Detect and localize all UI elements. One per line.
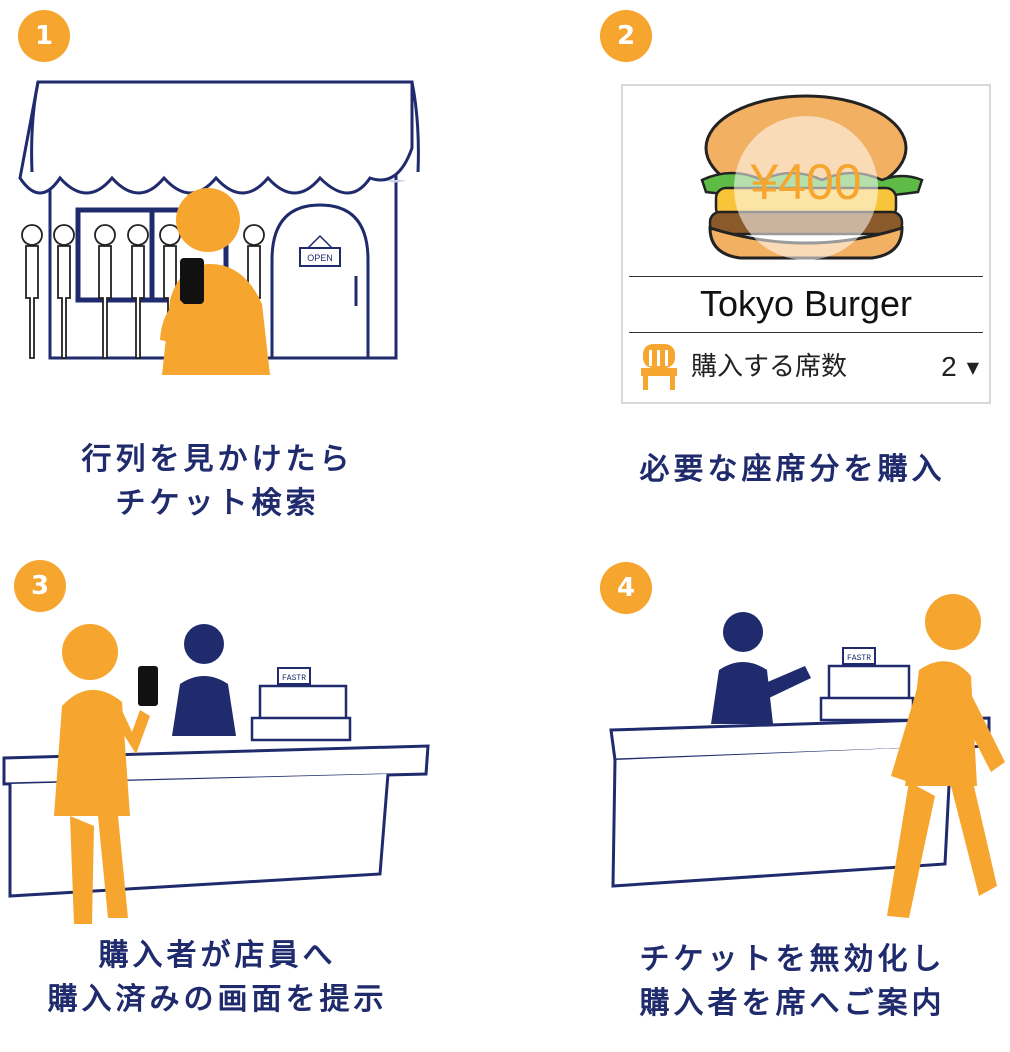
counter-scene-customer-presenting: [2, 624, 430, 924]
register-sign-text: FASTR: [282, 674, 306, 683]
step-4-panel: 4 FASTR チケットを無効化し 購入者を席へご案内: [505, 526, 1010, 1052]
step-3-number: 3: [14, 560, 66, 612]
burger-icon: [700, 94, 924, 260]
storefront-illustration: [18, 80, 420, 375]
step-1-panel: 1 OPEN 行列を見かけ: [0, 0, 505, 526]
step-1-number: 1: [18, 10, 70, 62]
seats-label: 購入する席数: [691, 352, 848, 382]
step-1-caption: 行列を見かけたら チケット検索: [81, 442, 354, 521]
counter-scene-guiding-customer: [609, 594, 1005, 918]
ticket-name: Tokyo Burger: [699, 283, 913, 324]
step-2-number: 2: [600, 10, 652, 62]
step-2-panel: 2 ¥400 Tokyo Burger 購入する席数 2 ▼ 必要な座席分を購入: [505, 0, 1010, 526]
chair-icon: [641, 344, 677, 390]
svg-text:OPEN: OPEN: [307, 253, 333, 263]
step-4-number: 4: [600, 562, 652, 614]
svg-text:FASTR: FASTR: [282, 674, 306, 683]
step-2-caption: 必要な座席分を購入: [639, 452, 946, 487]
ticket-price: ¥400: [750, 154, 862, 210]
chevron-down-icon: ▼: [966, 357, 979, 377]
open-sign-text: OPEN: [307, 253, 333, 263]
seats-value: 2: [941, 351, 957, 382]
svg-text:FASTR: FASTR: [847, 654, 871, 663]
seats-dropdown[interactable]: 2 ▼: [941, 350, 979, 384]
step-3-caption: 購入者が店員へ 購入済みの画面を提示: [47, 938, 388, 1017]
step-3-panel: 3 FASTR 購入者が店員へ 購入済みの画面を提示: [0, 526, 505, 1052]
register-sign-text-2: FASTR: [847, 654, 871, 663]
ticket-divider-top: [629, 276, 983, 277]
ticket-card: ¥400 Tokyo Burger 購入する席数 2 ▼: [621, 84, 991, 404]
step-4-caption: チケットを無効化し 購入者を席へご案内: [639, 942, 946, 1021]
ticket-divider-bottom: [629, 332, 983, 333]
